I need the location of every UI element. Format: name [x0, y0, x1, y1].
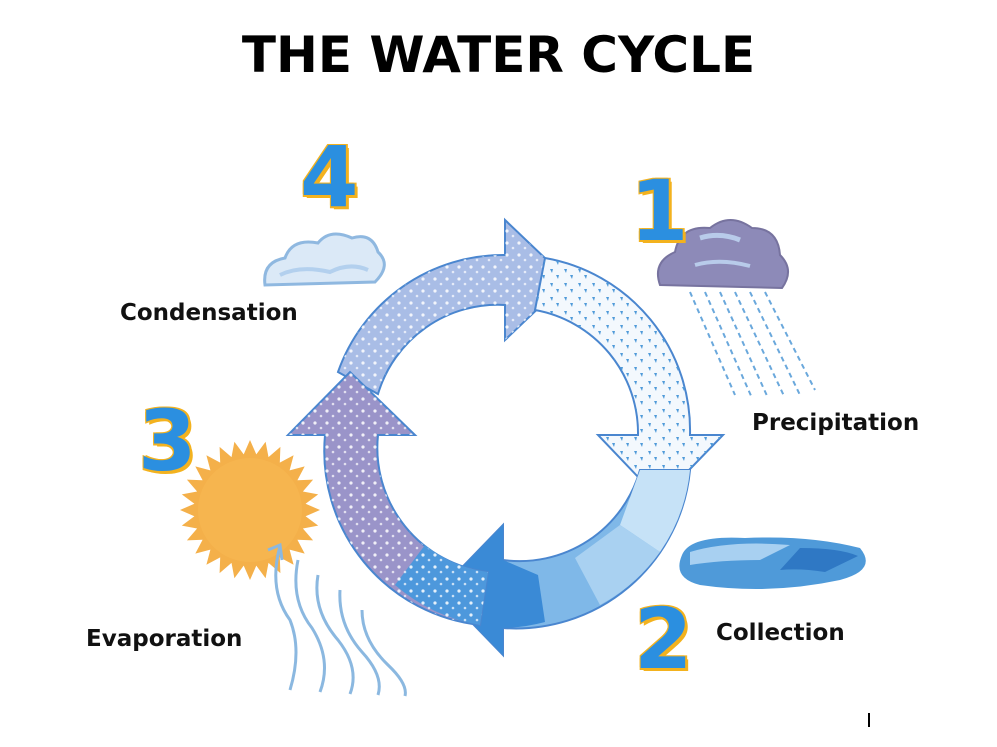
stage-number-4: 4 — [300, 128, 359, 226]
sun-icon — [180, 440, 320, 580]
rain-streaks — [689, 291, 816, 399]
collection-arrow — [438, 469, 692, 658]
rain-cloud-icon — [656, 219, 789, 290]
precipitation-arrow — [533, 256, 726, 502]
condensation-label: Condensation — [120, 300, 298, 326]
evaporation-wisps — [267, 542, 407, 697]
evaporation-label: Evaporation — [86, 626, 243, 652]
diagram-title: THE WATER CYCLE — [241, 26, 756, 84]
collection-label: Collection — [716, 620, 845, 646]
stage-number-3: 3 — [138, 392, 197, 490]
condensation-arrow — [336, 217, 570, 396]
evaporation-arrow — [285, 370, 490, 627]
stage-number-2: 2 — [634, 590, 693, 688]
water-pool-icon — [679, 537, 866, 589]
stage-number-1: 1 — [630, 162, 689, 260]
precipitation-label: Precipitation — [752, 410, 920, 436]
white-cloud-icon — [263, 232, 386, 287]
